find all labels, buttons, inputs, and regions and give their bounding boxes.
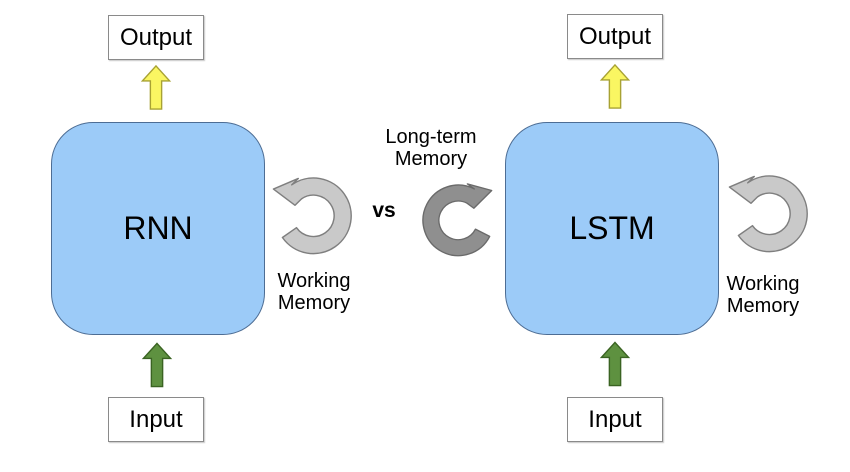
rnn-box: RNN <box>51 122 265 335</box>
lstm-working-memory-label: Working Memory <box>726 273 800 317</box>
rnn-working-memory-loop-icon <box>272 177 352 255</box>
rnn-output-label: Output <box>119 23 193 51</box>
rnn-input-label: Input <box>129 405 183 433</box>
lstm-output-box: Output <box>567 14 663 59</box>
lstm-input-label: Input <box>588 405 642 433</box>
lstm-working-memory-loop-icon <box>728 175 808 253</box>
lstm-box: LSTM <box>505 122 719 335</box>
lstm-input-box: Input <box>567 397 663 442</box>
vs-label: vs <box>372 199 396 222</box>
rnn-box-label: RNN <box>123 210 193 246</box>
lstm-output-label: Output <box>578 22 652 50</box>
rnn-working-memory-label: Working Memory <box>277 270 351 314</box>
long-term-memory-label: Long-term Memory <box>385 126 477 170</box>
rnn-output-up-arrow-icon <box>141 65 171 110</box>
rnn-output-box: Output <box>108 15 204 60</box>
rnn-input-box: Input <box>108 397 204 442</box>
lstm-input-up-arrow-icon <box>600 341 630 387</box>
lstm-long-term-memory-loop-icon <box>417 179 501 261</box>
lstm-box-label: LSTM <box>569 210 655 246</box>
rnn-input-up-arrow-icon <box>142 342 172 388</box>
lstm-output-up-arrow-icon <box>600 64 630 109</box>
